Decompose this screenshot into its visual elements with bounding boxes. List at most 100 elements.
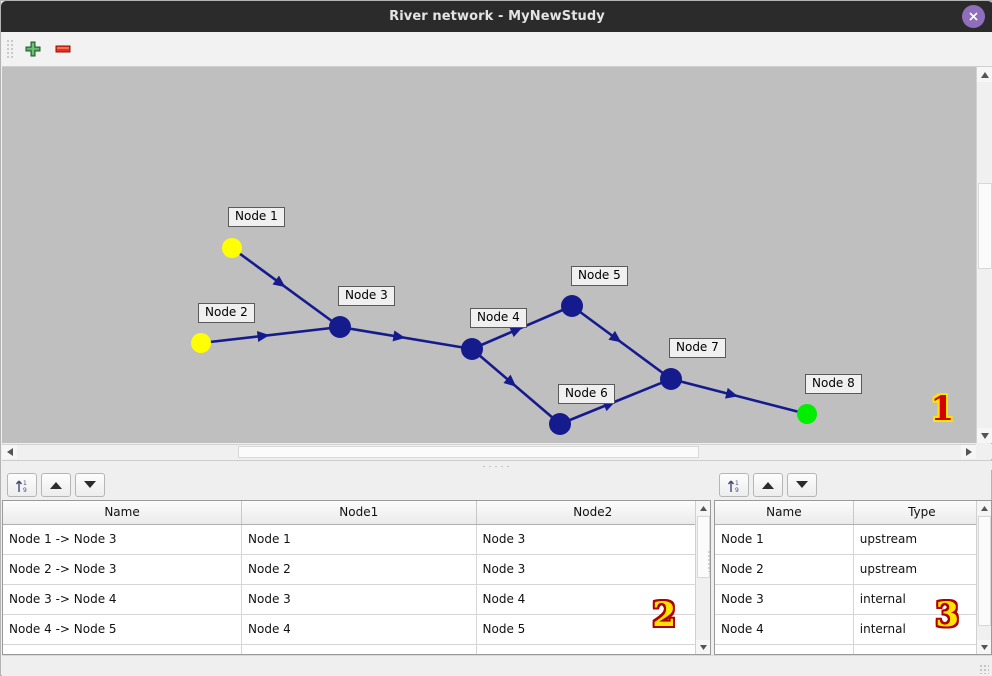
toolbar-drag-handle[interactable]: [6, 39, 15, 59]
graph-node[interactable]: [461, 338, 483, 360]
nodes-move-up-icon[interactable]: [753, 473, 783, 497]
splitter-grip: [481, 464, 513, 467]
table-cell[interactable]: Node 3: [241, 584, 477, 615]
graph-node-label[interactable]: Node 2: [198, 303, 255, 323]
window-resize-grip[interactable]: [979, 664, 989, 674]
table-cell[interactable]: internal: [853, 584, 991, 615]
add-node-icon[interactable]: [18, 34, 48, 64]
table-cell[interactable]: Node 4 -> Node 5: [3, 614, 243, 645]
links-sort-icon[interactable]: 1 9: [7, 473, 37, 497]
graph-horizontal-scrollbar[interactable]: [2, 444, 976, 459]
links-scroll-up-icon[interactable]: [696, 501, 710, 515]
table-cell[interactable]: Node 3: [476, 524, 710, 555]
network-graph: [191, 238, 817, 435]
table-cell[interactable]: Node 2: [715, 554, 854, 585]
graph-node-label[interactable]: Node 8: [805, 374, 862, 394]
table-cell[interactable]: internal: [853, 614, 991, 645]
table-cell[interactable]: Node 2: [241, 554, 477, 585]
column-header[interactable]: Node1: [241, 501, 477, 525]
nodes-move-down-icon[interactable]: [787, 473, 817, 497]
table-row-empty[interactable]: [3, 644, 710, 654]
scroll-up-icon[interactable]: [977, 67, 992, 82]
column-header[interactable]: Name: [3, 501, 243, 525]
graph-edge-arrow: [272, 275, 286, 288]
table-cell[interactable]: Node 4: [715, 614, 854, 645]
links-vscroll-thumb[interactable]: [697, 516, 710, 578]
graph-node-label[interactable]: Node 7: [669, 338, 726, 358]
table-cell[interactable]: Node 3 -> Node 4: [3, 584, 243, 615]
graph-node[interactable]: [329, 316, 351, 338]
graph-node[interactable]: [191, 333, 211, 353]
graph-node[interactable]: [660, 368, 682, 390]
graph-node[interactable]: [561, 295, 583, 317]
graph-edge-arrow: [256, 331, 270, 342]
table-row-empty[interactable]: [715, 644, 991, 654]
table-cell[interactable]: Node 1 -> Node 3: [3, 524, 243, 555]
links-scroll-down-icon[interactable]: [696, 640, 710, 654]
links-move-down-icon[interactable]: [75, 473, 105, 497]
links-move-up-icon[interactable]: [41, 473, 71, 497]
close-icon[interactable]: [962, 5, 985, 28]
column-header[interactable]: Node2: [476, 501, 710, 525]
svg-text:1: 1: [23, 480, 27, 487]
graph-node-label[interactable]: Node 3: [338, 286, 395, 306]
column-header[interactable]: Name: [715, 501, 854, 525]
graph-vscroll-thumb[interactable]: [978, 183, 992, 269]
table-cell[interactable]: Node 3: [715, 584, 854, 615]
nodes-scroll-up-icon[interactable]: [977, 501, 991, 515]
table-cell[interactable]: Node 1: [715, 524, 854, 555]
scroll-down-icon[interactable]: [977, 428, 992, 443]
graph-node[interactable]: [222, 238, 242, 258]
column-header[interactable]: Type: [853, 501, 991, 525]
table-cell[interactable]: Node 4: [476, 584, 710, 615]
graph-node-label[interactable]: Node 4: [470, 308, 527, 328]
table-cell[interactable]: upstream: [853, 554, 991, 585]
network-canvas[interactable]: Node 1 Node 2 Node 3 Node 4 Node 5 Node 6 Node…: [2, 67, 976, 443]
nodes-sort-icon[interactable]: 1 9: [719, 473, 749, 497]
nodes-vertical-scrollbar[interactable]: [976, 501, 991, 654]
panel-splitter[interactable]: [2, 460, 992, 470]
graph-edge[interactable]: [200, 325, 341, 345]
table-cell[interactable]: Node 2 -> Node 3: [3, 554, 243, 585]
graph-edge[interactable]: [231, 246, 341, 329]
graph-edge[interactable]: [339, 325, 473, 351]
graph-node-label[interactable]: Node 1: [228, 207, 285, 227]
graph-node-label[interactable]: Node 6: [558, 384, 615, 404]
nodes-vscroll-thumb[interactable]: [978, 516, 991, 626]
scroll-right-icon[interactable]: [961, 445, 976, 459]
graph-edge[interactable]: [571, 304, 672, 381]
graph-vertical-scrollbar[interactable]: [976, 67, 992, 443]
table-cell-empty: [715, 644, 854, 654]
graph-node-label[interactable]: Node 5: [571, 266, 628, 286]
graph-hscroll-thumb[interactable]: [238, 446, 699, 458]
graph-edge[interactable]: [670, 377, 808, 416]
delete-node-icon[interactable]: [48, 34, 78, 64]
window-title: River network - MyNewStudy: [389, 9, 605, 24]
table-cell[interactable]: Node 4: [241, 614, 477, 645]
table-cell[interactable]: Node 1: [241, 524, 477, 555]
graph-edge-arrow: [608, 330, 622, 343]
graph-node[interactable]: [797, 404, 817, 424]
graph-node[interactable]: [549, 413, 571, 435]
links-vertical-scrollbar[interactable]: [695, 501, 710, 654]
table-cell[interactable]: upstream: [853, 524, 991, 555]
horizontal-splitter-grip[interactable]: [707, 550, 712, 572]
table-cell[interactable]: Node 3: [476, 554, 710, 585]
table-cell[interactable]: Node 5: [476, 614, 710, 645]
scroll-left-icon[interactable]: [2, 445, 17, 459]
sort-glyph: 1 9: [727, 480, 739, 493]
nodes-scroll-down-icon[interactable]: [977, 640, 991, 654]
main-toolbar: [2, 32, 992, 67]
